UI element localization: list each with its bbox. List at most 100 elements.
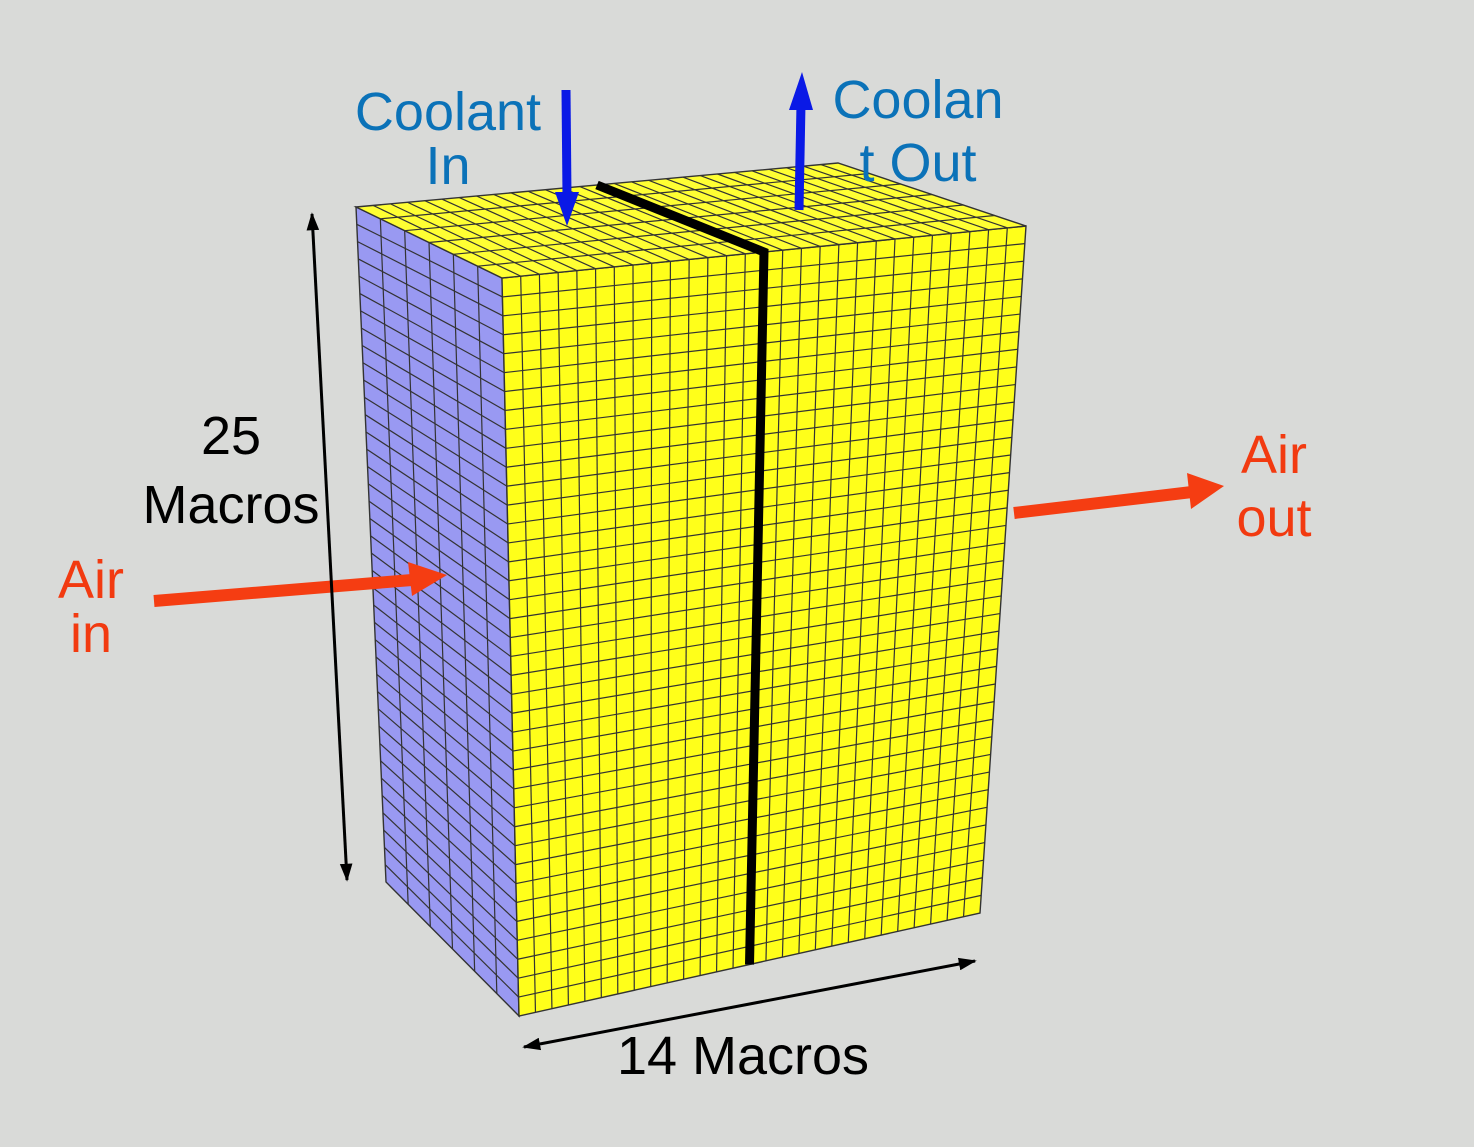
side-grid-horizontal — [379, 743, 516, 866]
side-grid-vertical — [477, 266, 498, 994]
side-grid-horizontal — [384, 864, 519, 998]
front-grid-vertical — [930, 231, 971, 925]
height-dimension-label-line2: Macros — [142, 475, 319, 535]
top-grid-vertical — [476, 195, 634, 266]
top-grid-vertical — [786, 167, 971, 233]
side-grid-horizontal — [374, 621, 513, 733]
side-grid-horizontal — [384, 846, 519, 979]
air-in-label-line1: Air — [58, 550, 124, 610]
side-grid-horizontal — [372, 587, 512, 695]
top-grid-vertical — [424, 200, 578, 272]
top-grid-vertical — [579, 186, 746, 255]
top-grid-vertical — [734, 171, 914, 238]
side-grid-horizontal — [380, 760, 517, 884]
front-grid-vertical — [594, 268, 602, 998]
side-grid-horizontal — [362, 362, 507, 449]
side-grid-horizontal — [375, 656, 514, 771]
side-grid-horizontal — [377, 691, 515, 809]
front-grid-vertical — [781, 248, 803, 958]
width-dimension-arrow — [522, 957, 977, 1051]
top-grid-vertical — [682, 176, 858, 244]
top-grid-vertical — [510, 192, 671, 262]
side-grid-horizontal — [357, 241, 504, 317]
side-grid-horizontal — [366, 448, 509, 544]
top-grid-vertical — [803, 165, 989, 231]
side-grid-horizontal — [381, 795, 518, 922]
top-grid-vertical — [648, 179, 821, 247]
air-out-arrow — [1013, 473, 1224, 519]
front-grid-vertical — [520, 276, 537, 1013]
top-grid-vertical — [493, 193, 652, 264]
top-grid-vertical — [717, 173, 896, 240]
top-grid-vertical — [562, 187, 727, 257]
air-out-label-line1: Air — [1241, 425, 1307, 485]
top-grid-vertical — [613, 182, 783, 251]
side-grid-horizontal — [359, 293, 505, 374]
side-grid-horizontal — [361, 344, 506, 430]
front-grid-vertical — [538, 274, 553, 1009]
side-grid-vertical — [452, 254, 476, 972]
top-grid-vertical — [372, 204, 521, 277]
front-grid-vertical — [864, 238, 896, 939]
side-grid-horizontal — [374, 639, 514, 752]
front-grid-vertical — [847, 240, 877, 943]
coolant-out-arrow — [789, 72, 813, 211]
front-grid-vertical — [897, 235, 934, 932]
side-grid-horizontal — [373, 604, 513, 714]
front-grid-vertical — [632, 264, 635, 991]
front-grid-vertical — [666, 261, 672, 983]
front-grid-vertical — [715, 255, 728, 972]
side-grid-horizontal — [369, 518, 511, 620]
coolant-out-label-line1: Coolan — [832, 70, 1003, 130]
macro-block-mesh — [353, 162, 1027, 1018]
front-grid-vertical — [613, 266, 619, 994]
front-grid-vertical — [650, 263, 653, 987]
core-divider-line — [595, 180, 769, 965]
side-grid-horizontal — [363, 379, 507, 468]
coolant-in-label-line1: Coolant — [355, 82, 541, 142]
front-grid-vertical — [814, 244, 840, 950]
front-grid-vertical — [831, 242, 859, 947]
front-grid-vertical — [576, 270, 586, 1002]
side-grid-horizontal — [365, 431, 508, 525]
top-grid-vertical — [751, 170, 933, 236]
side-grid-horizontal — [360, 310, 505, 393]
front-grid-vertical — [765, 250, 784, 961]
side-grid-vertical — [428, 242, 454, 950]
front-grid-vertical — [683, 259, 690, 980]
front-grid-vertical — [946, 229, 990, 921]
front-grid-vertical — [699, 257, 709, 976]
air-in-arrow — [153, 562, 447, 607]
coolant-out-label-line2: t Out — [859, 133, 976, 193]
top-grid-vertical — [665, 178, 840, 246]
side-grid-horizontal — [364, 414, 508, 506]
side-grid-horizontal — [380, 777, 517, 903]
side-grid-horizontal — [371, 569, 512, 676]
front-grid-vertical — [557, 272, 569, 1005]
side-grid-horizontal — [358, 275, 505, 355]
side-grid-vertical — [379, 218, 409, 905]
top-grid-vertical — [631, 181, 802, 249]
side-grid-horizontal — [367, 483, 510, 582]
air-out-label-line2: out — [1236, 488, 1311, 548]
height-dimension-arrow — [306, 212, 353, 882]
front-grid-vertical — [880, 237, 915, 936]
side-grid-horizontal — [377, 708, 516, 828]
front-grid-vertical — [962, 227, 1008, 917]
side-grid-horizontal — [367, 466, 509, 563]
top-grid-vertical — [700, 175, 877, 242]
side-grid-horizontal — [371, 552, 512, 657]
side-grid-horizontal — [361, 327, 506, 411]
front-grid-vertical — [732, 253, 746, 969]
coolant-in-arrow — [555, 89, 579, 226]
side-grid-horizontal — [364, 396, 508, 487]
width-dimension-label: 14 Macros — [617, 1026, 869, 1086]
top-grid-vertical — [459, 197, 615, 268]
top-grid-vertical — [820, 164, 1008, 229]
side-grid-horizontal — [356, 223, 503, 298]
coolant-in-label-line2: In — [425, 136, 470, 196]
air-in-label-line2: in — [70, 604, 112, 664]
top-grid-vertical — [527, 190, 690, 260]
top-grid-vertical — [390, 203, 540, 275]
